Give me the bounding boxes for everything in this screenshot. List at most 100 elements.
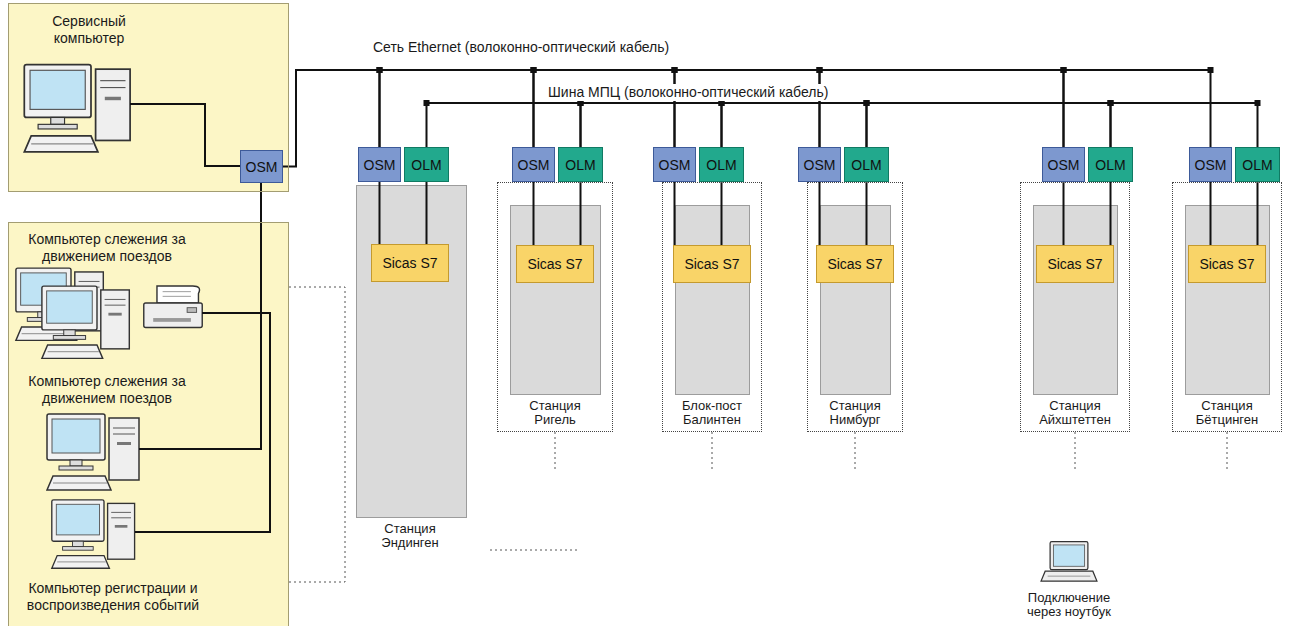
node-fill (1042, 147, 1085, 182)
node-text: Компьютер слежения за движением поездов (21, 373, 193, 407)
node-fill (8, 3, 289, 192)
node-text: Станция Нимбург (812, 399, 898, 427)
event-recorder-icon (52, 500, 135, 568)
node-text: Сервисный компьютер (19, 13, 159, 47)
node-text: OLM (1095, 157, 1125, 173)
cable-connector (674, 182, 676, 245)
junction-dot (1108, 100, 1114, 106)
node-text: OSM (1195, 157, 1227, 173)
node-text: OLM (851, 157, 881, 173)
node-text: OSM (246, 159, 278, 175)
junction-dot (531, 67, 537, 73)
cabinet-shape (676, 206, 750, 395)
junction-dot (817, 67, 823, 73)
node-fill (404, 147, 449, 182)
laptop-icon (1041, 542, 1097, 581)
node-fill (512, 147, 555, 182)
node-text: Sicas S7 (827, 256, 882, 272)
junction-dot (1255, 100, 1261, 106)
cable-connector (1064, 70, 1211, 147)
osm-switch-box: OSM (1042, 147, 1085, 182)
cable-connector (819, 182, 821, 245)
node-fill (816, 245, 894, 283)
tracking-computer-icon (47, 414, 139, 490)
cabinet-shape (1034, 206, 1118, 395)
sicas-s7-box: Sicas S7 (673, 245, 751, 283)
olm-link-box: OLM (558, 147, 603, 182)
caption-label: Сеть Ethernet (волоконно-оптический кабе… (370, 39, 672, 56)
station-enclosure: Станция Нимбург Sicas S7 (807, 182, 903, 432)
junction-dot (424, 100, 430, 106)
cable-connector (533, 182, 535, 245)
service-computer-icon (24, 65, 130, 152)
node-text: OSM (1048, 157, 1080, 173)
junction-dot (864, 100, 870, 106)
node-text: OSM (518, 157, 550, 173)
dotted-line (1227, 432, 1228, 472)
cabinet-shape (357, 186, 467, 518)
node-text: OSM (659, 157, 691, 173)
osm-switch-box: OSM (512, 147, 555, 182)
node-text: OSM (364, 157, 396, 173)
junction-dot (672, 67, 678, 73)
cabinet-shape (821, 206, 891, 395)
olm-link-box: OLM (699, 147, 744, 182)
osm-switch-box: OSM (798, 147, 841, 182)
olm-link-box: OLM (844, 147, 889, 182)
dotted-line (490, 550, 577, 551)
junction-dot (817, 67, 823, 73)
dotted-line (855, 432, 856, 472)
node-fill (1189, 147, 1232, 182)
osm-switch-box: OSM (653, 147, 696, 182)
junction-dot (672, 67, 678, 73)
cabinet-shape (511, 206, 601, 395)
sicas-s7-box: Sicas S7 (1036, 245, 1114, 283)
node-text: Sicas S7 (527, 256, 582, 272)
junction-dot (864, 100, 870, 106)
tracking-computer-icon (42, 286, 129, 358)
osm-switch-box: OSM (240, 150, 283, 183)
node-fill (844, 147, 889, 182)
node-text: Sicas S7 (382, 255, 437, 271)
node-text: Станция Айхштеттен (1032, 399, 1118, 427)
node-text: Компьютер слежения за движением поездов (21, 231, 193, 265)
junction-dot (1061, 67, 1067, 73)
station-enclosure: Станция Бётцинген Sicas S7 (1172, 182, 1282, 432)
node-fill (673, 245, 751, 283)
caption-label: Подключение через ноутбук (1010, 591, 1128, 619)
node-text: Станция Эндинген (367, 522, 453, 550)
node-text: Станция Бётцинген (1184, 399, 1270, 427)
cable-connector (581, 103, 722, 147)
junction-dot (1208, 67, 1214, 73)
dotted-line (1075, 432, 1076, 472)
dotted-line (712, 432, 713, 472)
node-fill (1235, 147, 1280, 182)
sicas-s7-box: Sicas S7 (516, 245, 594, 283)
dotted-line (555, 432, 556, 472)
junction-dot (1061, 67, 1067, 73)
node-text: Станция Ригель (512, 399, 598, 427)
node-text: OLM (411, 157, 441, 173)
node-fill (653, 147, 696, 182)
cable-connector (534, 70, 675, 147)
node-fill (1088, 147, 1133, 182)
cable-connector (1210, 182, 1212, 245)
node-text: Sicas S7 (1047, 256, 1102, 272)
node-fill (240, 150, 283, 183)
junction-dot (377, 67, 383, 73)
osm-switch-box: OSM (1189, 147, 1232, 182)
cable-connector (283, 70, 380, 167)
sicas-s7-box: Sicas S7 (371, 244, 449, 282)
node-fill (358, 147, 401, 182)
sicas-s7-box: Sicas S7 (1188, 245, 1266, 283)
cable-connector (820, 70, 1064, 147)
node-text: OLM (1242, 157, 1272, 173)
station-enclosure: Блок-пост БалинтенSicas S7 (662, 182, 762, 432)
cable-connector (721, 182, 723, 245)
cable-connector (1063, 182, 1065, 245)
cable-connector (722, 103, 867, 147)
node-fill (516, 245, 594, 283)
station-enclosure: Станция Ригель Sicas S7 (497, 182, 613, 432)
node-text: OLM (565, 157, 595, 173)
